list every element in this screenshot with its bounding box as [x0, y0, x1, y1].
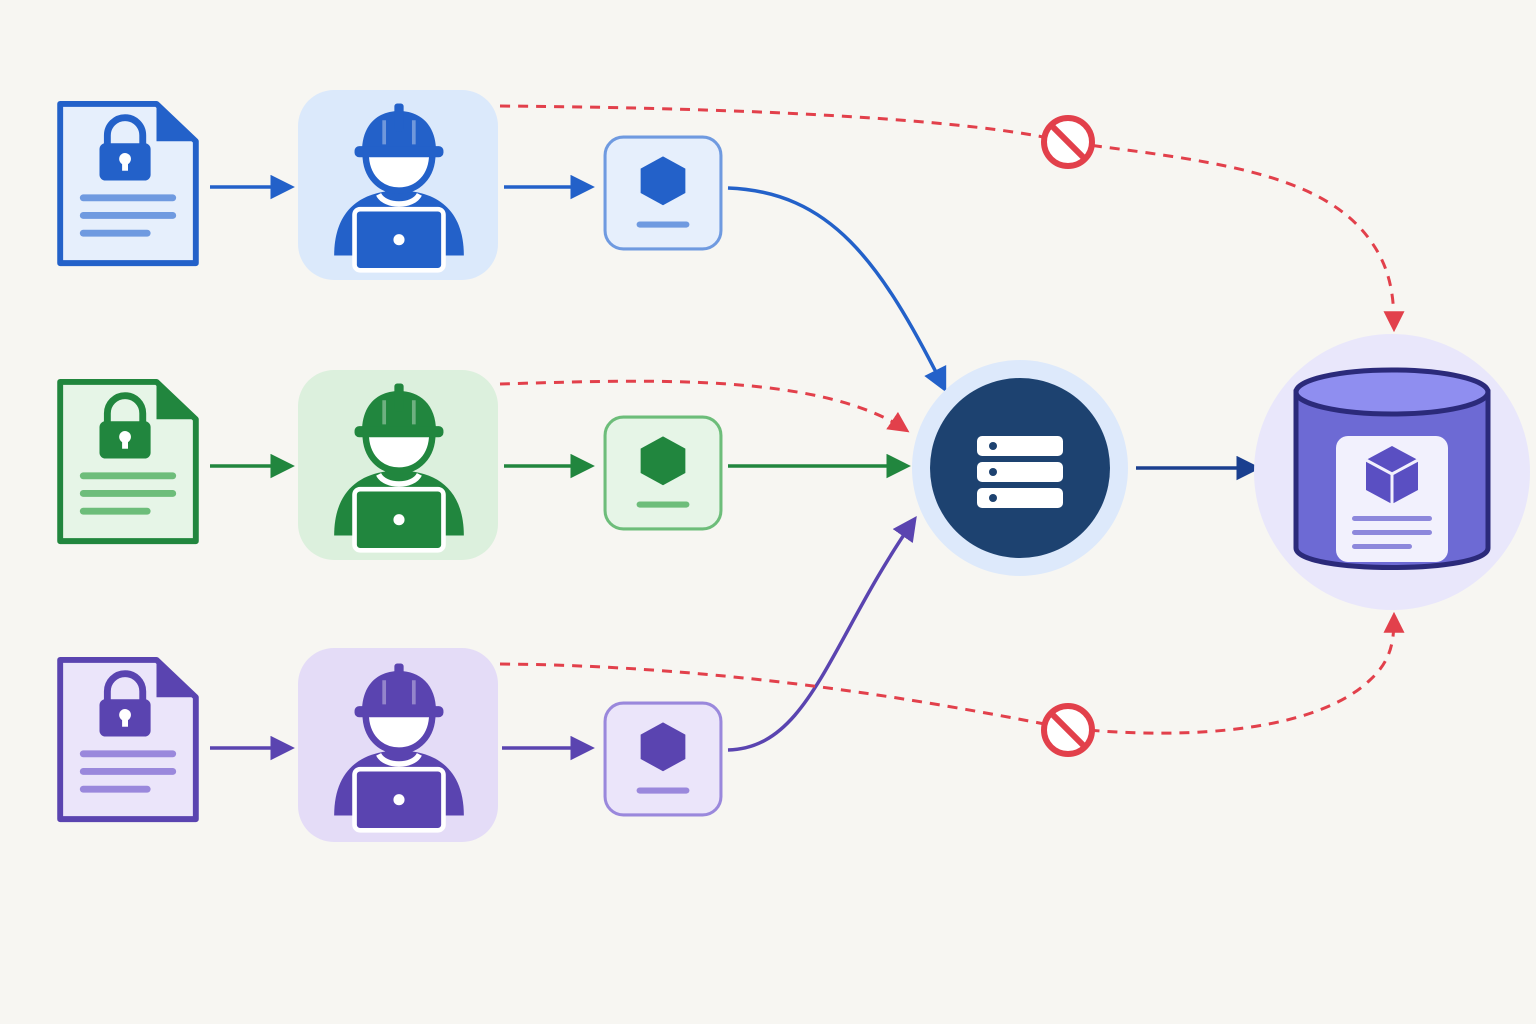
server-stack-icon — [977, 436, 1063, 508]
hexagon-artifact-icon — [605, 417, 721, 529]
dashed-purple-worker-to-store — [499, 611, 1405, 735]
dashed-blue-worker-to-store — [499, 104, 1405, 333]
arrow-purple-artifact-to-aggregator — [727, 515, 917, 752]
lane-purple — [60, 648, 721, 842]
dashed-green-worker-to-aggregator — [499, 379, 910, 433]
no-entry-icon — [1044, 706, 1092, 754]
aggregator-server — [912, 360, 1128, 576]
lane-blue — [60, 90, 721, 280]
no-entry-icon — [1044, 118, 1092, 166]
database-cube-icon — [1336, 436, 1448, 562]
arrow-blue-artifact-to-aggregator — [727, 186, 947, 393]
model-store-database — [1254, 334, 1530, 610]
lane-green — [60, 370, 721, 560]
locked-document-icon — [60, 660, 196, 819]
locked-document-icon — [60, 382, 196, 541]
hexagon-artifact-icon — [605, 137, 721, 249]
locked-document-icon — [60, 104, 196, 263]
hexagon-artifact-icon — [605, 703, 721, 815]
